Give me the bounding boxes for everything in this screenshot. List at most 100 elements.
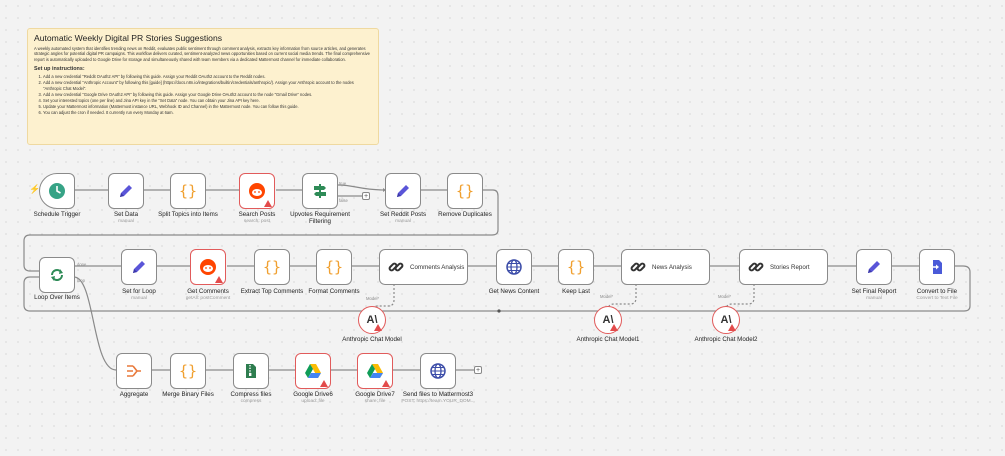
pencil-icon — [864, 257, 884, 277]
warning-icon — [320, 380, 328, 387]
label-anthropic-chat-model: Anthropic Chat Model — [342, 336, 402, 343]
node-set-final-report[interactable] — [856, 249, 892, 285]
label-compress-files: Compress files — [230, 391, 272, 398]
label-google-drive6: Google Drive6 — [293, 391, 333, 398]
port-model: Model* — [366, 296, 380, 301]
port-loop: loop — [77, 278, 85, 283]
file-convert-icon — [927, 257, 947, 277]
label-format-comments: Format Comments — [308, 288, 360, 295]
node-search-posts[interactable] — [239, 173, 275, 209]
warning-icon — [374, 324, 382, 331]
label-split-topics: Split Topics into Items — [158, 211, 218, 218]
filter-sign-icon — [310, 181, 330, 201]
code-braces-icon: {} — [324, 258, 344, 276]
node-merge-binary-files[interactable]: {} — [170, 353, 206, 389]
node-format-comments[interactable]: {} — [316, 249, 352, 285]
sub-google-drive6: upload: file — [301, 399, 325, 404]
code-braces-icon: {} — [178, 182, 198, 200]
node-set-reddit-posts[interactable] — [385, 173, 421, 209]
node-convert-to-file[interactable] — [919, 249, 955, 285]
label-remove-duplicates: Remove Duplicates — [438, 211, 492, 218]
node-google-drive6[interactable] — [295, 353, 331, 389]
sub-set-reddit-posts: manual — [395, 219, 411, 224]
warning-icon — [264, 200, 272, 207]
note-step: You can adjust the cron if needed. It cu… — [43, 110, 372, 116]
port-model: Model* — [718, 294, 732, 299]
label-merge-binary-files: Merge Binary Files — [162, 391, 214, 398]
node-split-topics[interactable]: {} — [170, 173, 206, 209]
code-braces-icon: {} — [566, 258, 586, 276]
warning-icon — [382, 380, 390, 387]
label-upvotes-filter: Upvotes Requirement Filtering — [290, 211, 350, 226]
globe-icon — [504, 257, 524, 277]
add-node-button[interactable]: + — [362, 192, 370, 200]
node-anthropic-chat-model2[interactable]: A\ — [712, 306, 740, 334]
sub-set-final-report: manual — [866, 296, 882, 301]
note-step: Update your Mattermost information (Matt… — [43, 104, 372, 110]
sub-compress-files: compress — [240, 399, 262, 404]
pencil-icon — [129, 257, 149, 277]
node-extract-top-comments[interactable]: {} — [254, 249, 290, 285]
label-get-news-content: Get News Content — [488, 288, 540, 295]
warning-icon — [610, 324, 618, 331]
label-keep-last: Keep Last — [562, 288, 590, 295]
node-set-data[interactable] — [108, 173, 144, 209]
label-anthropic-chat-model2: Anthropic Chat Model2 — [694, 336, 758, 343]
node-comments-analysis[interactable]: Comments Analysis — [379, 249, 468, 285]
node-send-mattermost[interactable] — [420, 353, 456, 389]
node-google-drive7[interactable] — [357, 353, 393, 389]
label-anthropic-chat-model1: Anthropic Chat Model1 — [576, 336, 640, 343]
label-comments-analysis: Comments Analysis — [410, 263, 465, 271]
port-model: Model* — [600, 294, 614, 299]
label-set-data: Set Data — [113, 211, 139, 218]
pencil-icon — [393, 181, 413, 201]
sub-google-drive7: share: file — [364, 399, 386, 404]
label-google-drive7: Google Drive7 — [355, 391, 395, 398]
node-get-news-content[interactable] — [496, 249, 532, 285]
code-braces-icon: {} — [455, 182, 475, 200]
node-upvotes-filter[interactable] — [302, 173, 338, 209]
pencil-icon — [116, 181, 136, 201]
anthropic-icon: A\ — [366, 314, 378, 326]
node-anthropic-chat-model1[interactable]: A\ — [594, 306, 622, 334]
reddit-icon — [198, 257, 218, 277]
globe-icon — [428, 361, 448, 381]
note-steps: Add a new credential "Reddit OAuth2 API"… — [34, 74, 372, 116]
node-anthropic-chat-model[interactable]: A\ — [358, 306, 386, 334]
code-braces-icon: {} — [178, 362, 198, 380]
node-loop-over-items[interactable] — [39, 257, 75, 293]
warning-icon — [215, 276, 223, 283]
label-set-reddit-posts: Set Reddit Posts — [379, 211, 427, 218]
clock-icon — [47, 181, 67, 201]
zip-file-icon — [241, 361, 261, 381]
port-true: true — [339, 181, 347, 186]
sub-set-data: manual — [118, 219, 134, 224]
node-news-analysis[interactable]: News Analysis — [621, 249, 710, 285]
node-keep-last[interactable]: {} — [558, 249, 594, 285]
google-drive-icon — [303, 361, 323, 381]
node-aggregate[interactable] — [116, 353, 152, 389]
label-news-analysis: News Analysis — [652, 263, 692, 271]
note-step: Add a new credential "Reddit OAuth2 API"… — [43, 74, 372, 80]
node-stories-report[interactable]: Stories Report — [739, 249, 828, 285]
label-stories-report: Stories Report — [770, 263, 810, 271]
node-set-for-loop[interactable] — [121, 249, 157, 285]
note-description: A weekly automated system that identifie… — [34, 46, 370, 62]
label-search-posts: Search Posts — [238, 211, 276, 218]
node-remove-duplicates[interactable]: {} — [447, 173, 483, 209]
aggregate-icon — [124, 361, 144, 381]
sticky-note[interactable]: Automatic Weekly Digital PR Stories Sugg… — [27, 28, 379, 145]
node-get-comments[interactable] — [190, 249, 226, 285]
label-convert-to-file: Convert to File — [916, 288, 958, 295]
port-done: done — [77, 262, 87, 267]
trigger-bolt-icon: ⚡ — [29, 184, 41, 194]
sub-search-posts: search: post — [243, 219, 271, 224]
chain-link-icon — [748, 257, 764, 277]
add-node-button[interactable]: + — [474, 366, 482, 374]
label-loop-over-items: Loop Over Items — [34, 294, 80, 301]
chain-link-icon — [388, 257, 404, 277]
node-schedule-trigger[interactable] — [39, 173, 75, 209]
google-drive-icon — [365, 361, 385, 381]
node-compress-files[interactable] — [233, 353, 269, 389]
